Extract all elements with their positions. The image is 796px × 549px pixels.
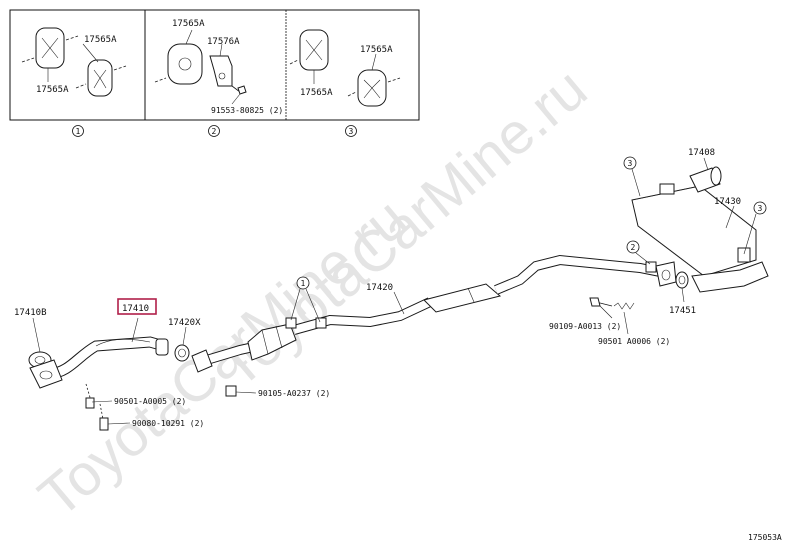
bolt-icon	[231, 85, 247, 95]
label-17420x[interactable]: 17420X	[168, 318, 201, 328]
resonator	[423, 283, 502, 313]
inset-box: 17565A 17565A 1 17565A 1757	[9, 9, 420, 137]
callout-3b: 3	[743, 201, 767, 255]
bolt-icon	[589, 297, 613, 307]
svg-text:1: 1	[301, 279, 306, 288]
inset-panel-1: 17565A 17565A 1	[21, 27, 127, 137]
svg-text:3: 3	[758, 204, 763, 213]
inset-1-label-b: 17565A	[36, 85, 69, 95]
inset-3-label-a: 17565A	[360, 45, 393, 55]
muffler-17430	[631, 183, 769, 293]
label-17420[interactable]: 17420	[366, 283, 393, 293]
inset-2-label-c: 91553-80825 (2)	[211, 106, 283, 115]
label-17410b[interactable]: 17410B	[14, 308, 47, 318]
callout-1: 1	[290, 276, 321, 323]
inset-3-label-b: 17565A	[300, 88, 333, 98]
label-90501-a0005[interactable]: 90501-A0005 (2)	[114, 397, 186, 406]
bolt-icon	[99, 403, 109, 431]
highlight-17410	[117, 298, 157, 315]
bolt-icon	[225, 385, 237, 397]
rubber-hanger-icon	[154, 43, 203, 85]
label-90080[interactable]: 90080-10291 (2)	[132, 419, 204, 428]
diagram-code: 175053A	[748, 533, 782, 542]
center-pipe-17420	[191, 254, 677, 373]
inset-panel-3: 17565A 17565A 3	[289, 29, 401, 137]
inset-1-number: 1	[76, 127, 81, 136]
gasket-17420x	[174, 344, 190, 362]
label-17430[interactable]: 17430	[714, 197, 741, 207]
label-17410[interactable]: 17410	[122, 304, 149, 314]
svg-text:2: 2	[631, 243, 636, 252]
inset-2-number: 2	[212, 127, 217, 136]
inset-panel-2: 17565A 17576A 91553-80825 (2) 2	[154, 19, 283, 137]
spring-icon	[613, 302, 635, 310]
tail-pipe-17408	[689, 166, 722, 193]
catalytic-converter	[247, 323, 297, 361]
callout-3: 3	[623, 156, 641, 197]
label-90501-a0006[interactable]: 90501 A0006 (2)	[598, 337, 670, 346]
rubber-hanger-icon	[75, 59, 127, 97]
bolt-icon	[85, 383, 95, 409]
callout-2: 2	[626, 240, 651, 265]
front-pipe-17410	[29, 336, 169, 389]
inset-2-label-a: 17565A	[172, 19, 205, 29]
inset-2-label-b: 17576A	[207, 37, 240, 47]
gasket-17451	[675, 271, 689, 289]
inset-1-label-a: 17565A	[84, 35, 117, 45]
rubber-hanger-icon	[21, 27, 79, 69]
label-17451[interactable]: 17451	[669, 306, 696, 316]
label-90105[interactable]: 90105-A0237 (2)	[258, 389, 330, 398]
svg-text:3: 3	[628, 159, 633, 168]
inset-3-number: 3	[349, 127, 354, 136]
label-90109[interactable]: 90109-A0013 (2)	[549, 322, 621, 331]
label-17408[interactable]: 17408	[688, 148, 715, 158]
rubber-hanger-icon	[289, 29, 329, 71]
